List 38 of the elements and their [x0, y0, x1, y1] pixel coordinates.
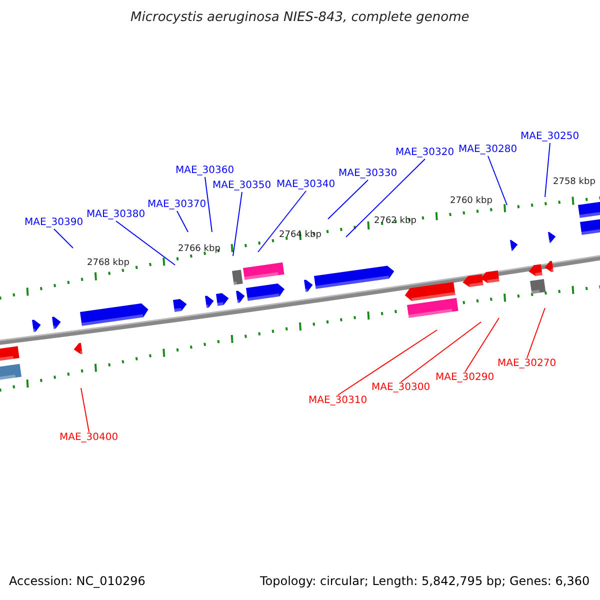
gene-label: MAE_30340 — [276, 180, 336, 190]
leader-line — [328, 180, 368, 220]
leader-line — [176, 210, 188, 232]
leader-line — [346, 158, 426, 238]
scale-label: 2760 kbp — [450, 197, 492, 206]
gene-label: MAE_30400 — [60, 433, 118, 443]
gene-label: MAE_30380 — [86, 210, 146, 220]
scale-label: 2758 kbp — [553, 178, 596, 187]
gene-label: MAE_30290 — [436, 373, 494, 383]
gene-label: MAE_30360 — [176, 166, 234, 176]
gene-label: MAE_30280 — [458, 145, 518, 155]
gene-label: MAE_30250 — [520, 132, 580, 142]
gene-label: MAE_30370 — [148, 200, 206, 210]
leader-line — [258, 190, 306, 252]
gene-label: MAE_30320 — [396, 148, 454, 158]
leader-line — [232, 192, 242, 256]
gene-label: MAE_30350 — [212, 181, 272, 191]
scale-label: 2762 kbp — [374, 217, 416, 226]
leader-line — [338, 330, 438, 396]
gene-label: MAE_30330 — [338, 169, 398, 179]
leader-line — [204, 176, 212, 232]
gene-label: MAE_30300 — [372, 383, 430, 393]
leader-line — [400, 322, 482, 382]
genome-info-text: Topology: circular; Length: 5,842,795 bp; Genes: 6,360 — [260, 575, 590, 587]
gene-label: MAE_30310 — [308, 396, 368, 406]
leader-line — [54, 228, 74, 248]
leader-line — [488, 156, 508, 206]
chart-title: Microcystis aeruginosa NIES-843, complete genome — [130, 11, 470, 24]
leader-line — [544, 142, 550, 198]
leader-line — [526, 308, 546, 358]
leader-line — [464, 318, 500, 372]
accession-text: Accession: NC_010296 — [9, 575, 146, 587]
leader-line — [116, 220, 176, 266]
scale-label: 2768 kbp — [87, 259, 130, 268]
scale-label: 2766 kbp — [178, 245, 220, 254]
leader-line — [80, 388, 90, 432]
gene-label: MAE_30270 — [498, 359, 556, 369]
gene-label: MAE_30390 — [24, 218, 84, 228]
